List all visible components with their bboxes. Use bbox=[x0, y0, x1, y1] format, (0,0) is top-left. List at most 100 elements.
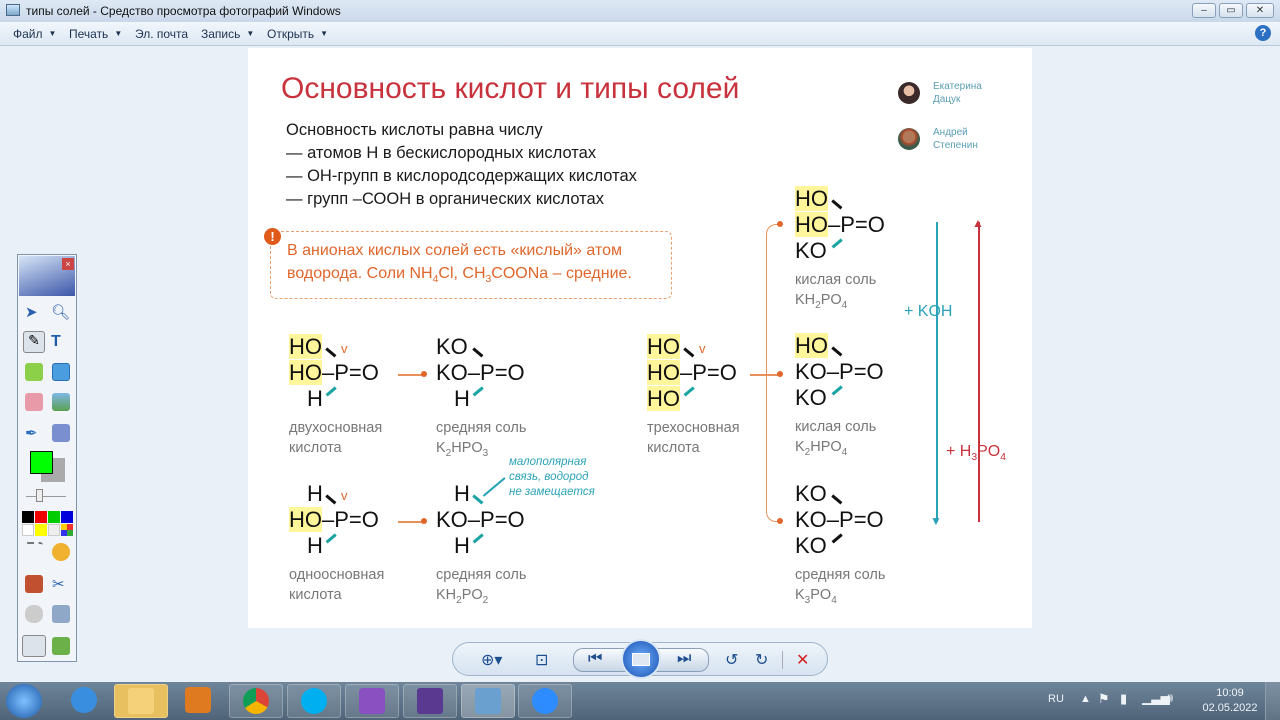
color-palette[interactable] bbox=[22, 511, 73, 536]
formula-row: HO bbox=[647, 334, 740, 360]
taskbar-photo-viewer[interactable] bbox=[461, 684, 515, 718]
chemical-formula: KH2PO2 bbox=[436, 587, 489, 606]
phosphorus-core: –P=O bbox=[322, 360, 379, 385]
taskbar-book[interactable] bbox=[403, 684, 457, 718]
close-button[interactable]: ✕ bbox=[1246, 3, 1274, 18]
zoom-icon[interactable]: 🔍︎ bbox=[51, 304, 71, 321]
note-line: не замещается bbox=[509, 486, 595, 498]
help-icon[interactable]: ? bbox=[1255, 25, 1271, 41]
label-line: кислая соль bbox=[795, 419, 877, 435]
eyedropper-icon[interactable]: ✒ bbox=[25, 425, 38, 442]
rotate-right-button[interactable]: ↻ bbox=[755, 652, 769, 669]
text-icon[interactable]: T bbox=[51, 333, 61, 350]
menu-open[interactable]: Открыть ▼ bbox=[267, 27, 328, 41]
rotate-left-button[interactable]: ↺ bbox=[725, 652, 739, 669]
zoom-button[interactable]: ⊕▾ bbox=[481, 652, 503, 669]
swatch-more[interactable] bbox=[61, 524, 73, 536]
menu-label: Открыть bbox=[267, 27, 315, 41]
taskbar-chrome[interactable] bbox=[229, 684, 283, 718]
bond bbox=[831, 533, 843, 544]
menu-label: Эл. почта bbox=[135, 27, 189, 41]
network-icon[interactable]: ▁▃▅ bbox=[1142, 691, 1170, 705]
label-line: одноосновная bbox=[289, 567, 385, 583]
capture-icon[interactable] bbox=[22, 635, 46, 657]
flag-icon[interactable]: ⚑ bbox=[1098, 691, 1110, 706]
swatch-black[interactable] bbox=[22, 511, 34, 523]
minimize-button[interactable]: – bbox=[1192, 3, 1216, 18]
record-icon[interactable] bbox=[25, 575, 43, 593]
taskbar-zoom[interactable] bbox=[518, 684, 572, 718]
body-line: Основность кислоты равна числу bbox=[286, 121, 543, 139]
formula-row: HO–P=O bbox=[647, 360, 740, 386]
rectangle-icon[interactable] bbox=[52, 363, 70, 381]
note-line: связь, водород bbox=[509, 471, 589, 483]
language-indicator[interactable]: RU bbox=[1048, 693, 1064, 705]
taskbar-media[interactable] bbox=[171, 684, 225, 718]
formula-row: KO bbox=[795, 481, 885, 507]
slider-thumb[interactable] bbox=[36, 489, 43, 502]
bond bbox=[831, 494, 843, 505]
close-icon[interactable]: × bbox=[62, 258, 74, 270]
power-icon[interactable]: ▮ bbox=[1120, 691, 1128, 706]
chevron-down-icon: ▼ bbox=[320, 29, 329, 38]
maximize-button[interactable]: ▭ bbox=[1219, 3, 1243, 18]
valence-mark: v bbox=[341, 341, 348, 356]
previous-button[interactable]: ⏮ bbox=[588, 650, 603, 667]
actual-size-button[interactable]: ⊡ bbox=[535, 652, 549, 669]
swatch-yellow[interactable] bbox=[35, 524, 47, 536]
size-slider[interactable] bbox=[26, 496, 66, 497]
h3po4-arrow bbox=[978, 222, 980, 522]
taskbar-app[interactable] bbox=[345, 684, 399, 718]
swatch-none[interactable] bbox=[48, 524, 60, 536]
pen-icon[interactable]: ✎ bbox=[23, 331, 45, 353]
delete-button[interactable]: ✕ bbox=[796, 652, 810, 669]
swatch-white[interactable] bbox=[22, 524, 34, 536]
taskbar-explorer[interactable] bbox=[114, 684, 168, 718]
line-style-icon[interactable] bbox=[25, 542, 43, 560]
menu-email[interactable]: Эл. почта bbox=[135, 27, 188, 41]
pen-toolbox[interactable]: × ➤ 🔍︎ ✎ T ✒ ✂ bbox=[17, 254, 77, 662]
atom-group: H bbox=[454, 481, 470, 506]
bond bbox=[831, 199, 843, 210]
start-button[interactable] bbox=[6, 684, 42, 718]
tools-icon[interactable]: ✂ bbox=[52, 576, 65, 593]
next-button[interactable]: ⏭ bbox=[677, 650, 692, 667]
bond bbox=[325, 386, 337, 397]
menu-burn[interactable]: Запись▼ bbox=[201, 27, 254, 41]
screen-icon[interactable] bbox=[52, 605, 70, 623]
volume-icon[interactable]: 🔊︎ bbox=[1165, 690, 1174, 705]
taskbar-skype[interactable] bbox=[287, 684, 341, 718]
atom-group: KO bbox=[795, 507, 827, 532]
atom-group: KO bbox=[795, 481, 827, 506]
fill-icon[interactable] bbox=[52, 424, 70, 442]
image-icon[interactable] bbox=[52, 393, 70, 411]
pointer-icon[interactable]: ➤ bbox=[25, 304, 38, 321]
arrow-dot bbox=[421, 371, 427, 377]
eraser-icon[interactable] bbox=[25, 393, 43, 411]
label-line: кислота bbox=[289, 587, 342, 603]
mouse-icon[interactable] bbox=[25, 605, 43, 623]
formula-row: HO bbox=[647, 386, 740, 412]
shadow-icon[interactable] bbox=[52, 543, 70, 561]
swatch-blue[interactable] bbox=[61, 511, 73, 523]
menu-file[interactable]: Файл▼ bbox=[13, 27, 56, 41]
swatch-green[interactable] bbox=[48, 511, 60, 523]
save-icon[interactable] bbox=[52, 637, 70, 655]
bond bbox=[325, 494, 337, 505]
show-hidden-icons[interactable]: ▲ bbox=[1080, 693, 1091, 705]
highlighter-icon[interactable] bbox=[25, 363, 43, 381]
bond bbox=[683, 347, 695, 358]
atom-group: HO bbox=[795, 212, 828, 237]
slideshow-button[interactable] bbox=[621, 639, 661, 679]
primary-color[interactable] bbox=[30, 451, 53, 474]
menu-print[interactable]: Печать▼ bbox=[69, 27, 122, 41]
taskbar-ie[interactable] bbox=[57, 684, 111, 718]
atom-group: H bbox=[307, 481, 323, 506]
show-desktop-button[interactable] bbox=[1265, 682, 1280, 720]
swatch-red[interactable] bbox=[35, 511, 47, 523]
